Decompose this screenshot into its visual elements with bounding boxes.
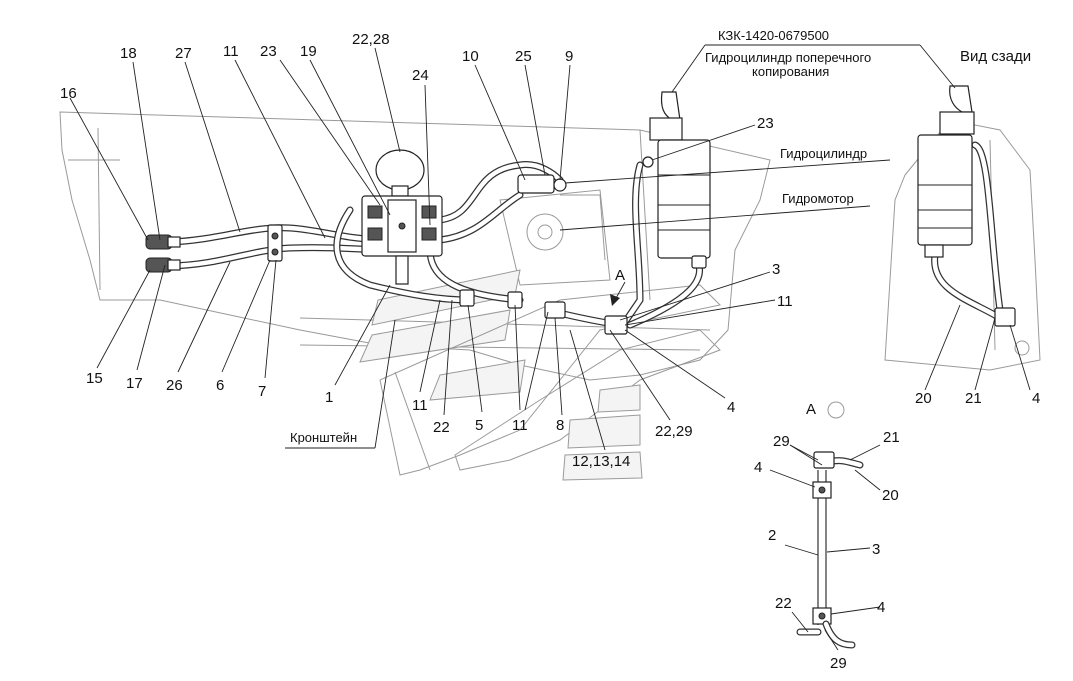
label-right-2: 11 <box>777 293 793 310</box>
label-left-3: 26 <box>166 377 183 394</box>
label-va-5: 3 <box>872 541 880 558</box>
label-rear-0: 20 <box>915 390 932 407</box>
label-bottom-5: 8 <box>556 417 564 434</box>
label-left-1: 15 <box>86 370 103 387</box>
part-number: КЗК-1420-0679500 <box>718 28 829 43</box>
cross-cylinder-label-2: копирования <box>752 64 829 79</box>
view-a-title: А <box>806 401 816 418</box>
label-top-0: 18 <box>120 45 137 62</box>
label-va-3: 20 <box>882 487 899 504</box>
label-top-7: 10 <box>462 48 479 65</box>
bracket-label: Кронштейн <box>290 430 357 445</box>
label-rear-1: 21 <box>965 390 982 407</box>
hydraulic-cylinder-main <box>642 91 711 259</box>
label-group-right-main: 23 3 11 <box>757 115 793 310</box>
rear-view-title: Вид сзади <box>960 48 1031 65</box>
label-va-8: 29 <box>830 655 847 672</box>
annotations: КЗК-1420-0679500 Гидроцилиндр поперечног… <box>290 28 1031 445</box>
label-bottom-0: 1 <box>325 389 333 406</box>
cylinder-label: Гидроцилиндр <box>780 146 867 161</box>
label-group-bottom: 1 11 22 5 11 8 22,29 12,13,14 4 <box>325 389 735 470</box>
label-top-2: 11 <box>223 43 239 60</box>
view-a-detail <box>796 401 864 649</box>
label-right-0: 23 <box>757 115 774 132</box>
label-va-7: 4 <box>877 599 885 616</box>
label-bottom-2: 22 <box>433 419 450 436</box>
label-bottom-3: 5 <box>475 417 483 434</box>
label-group-rear: 20 21 4 <box>915 390 1040 407</box>
quick-couplers <box>145 234 181 273</box>
bracket-plates <box>359 269 722 481</box>
hose-clamp <box>267 224 283 262</box>
arrow-a-label: А <box>615 267 625 284</box>
label-left-4: 6 <box>216 377 224 394</box>
label-top-3: 23 <box>260 43 277 60</box>
label-group-view-a: 29 21 4 20 2 3 22 4 29 <box>754 429 900 672</box>
label-va-1: 21 <box>883 429 900 446</box>
label-top-5: 22,28 <box>352 31 390 48</box>
motor-label: Гидромотор <box>782 191 854 206</box>
label-va-2: 4 <box>754 459 762 476</box>
leader-lines <box>69 44 1031 651</box>
label-top-8: 25 <box>515 48 532 65</box>
hydraulic-motor <box>517 174 567 194</box>
label-group-left: 16 15 17 26 6 7 <box>60 85 266 400</box>
label-rear-2: 4 <box>1032 390 1040 407</box>
label-top-4: 19 <box>300 43 317 60</box>
hoses <box>166 141 1004 329</box>
label-top-9: 9 <box>565 48 573 65</box>
label-left-2: 17 <box>126 375 143 392</box>
label-left-0: 16 <box>60 85 77 102</box>
label-va-0: 29 <box>773 433 790 450</box>
label-bottom-4: 11 <box>512 417 528 434</box>
label-top-6: 24 <box>412 67 429 84</box>
label-bottom-6: 22,29 <box>655 423 693 440</box>
label-va-4: 2 <box>768 527 776 544</box>
fittings <box>459 255 1016 335</box>
label-left-5: 7 <box>258 383 266 400</box>
label-va-6: 22 <box>775 595 792 612</box>
label-right-1: 3 <box>772 261 780 278</box>
label-bottom-7: 12,13,14 <box>572 453 630 470</box>
cross-cylinder-label: Гидроцилиндр поперечного <box>705 50 871 65</box>
hydraulic-cylinder-rear <box>917 85 975 258</box>
label-bottom-8: 4 <box>727 399 735 416</box>
label-top-1: 27 <box>175 45 192 62</box>
valve-block <box>361 149 443 285</box>
label-bottom-1: 11 <box>412 397 428 414</box>
label-group-top: 18 27 11 23 19 22,28 24 10 25 9 <box>120 31 573 84</box>
